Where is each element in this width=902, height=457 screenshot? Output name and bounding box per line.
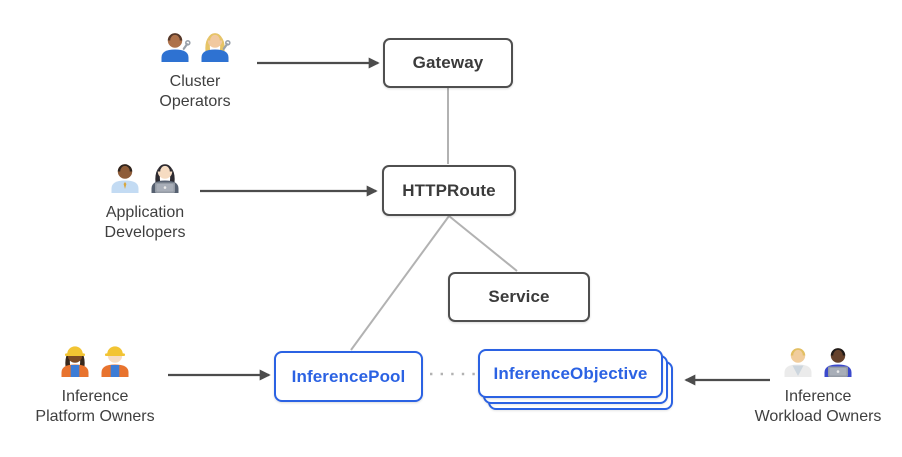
actor-label-line: Inference	[784, 388, 852, 405]
actor-cluster-operators: Cluster Operators	[105, 26, 285, 112]
application-developers-avatars	[55, 157, 235, 193]
node-service: Service	[448, 272, 590, 322]
inference-workload-owners-label: Inference Workload Owners	[728, 387, 902, 427]
node-inference-objective: InferenceObjective	[478, 349, 663, 398]
node-service-label: Service	[488, 287, 550, 306]
cluster-operators-avatars	[105, 26, 285, 62]
inference-platform-owners-label: Inference Platform Owners	[5, 387, 185, 427]
actor-label-line: Cluster	[169, 73, 221, 90]
man-construction-worker-icon	[97, 341, 133, 377]
actor-label-line: Application	[105, 204, 185, 221]
node-inference-pool: InferencePool	[274, 351, 423, 402]
actor-label-line: Developers	[104, 224, 186, 241]
man-office-worker-icon	[107, 157, 143, 193]
woman-construction-worker-icon	[57, 341, 93, 377]
man-technologist-icon	[820, 341, 856, 377]
node-gateway: Gateway	[383, 38, 513, 88]
woman-technologist-icon	[147, 157, 183, 193]
woman-mechanic-icon	[197, 26, 233, 62]
node-inference-objective-label: InferenceObjective	[493, 363, 648, 383]
actor-label-line: Operators	[159, 93, 231, 110]
actor-application-developers: Application Developers	[55, 157, 235, 243]
actor-label-line: Platform Owners	[35, 408, 155, 425]
actor-inference-workload-owners: Inference Workload Owners	[728, 341, 902, 427]
node-httproute-label: HTTPRoute	[402, 180, 496, 200]
actor-label-line: Inference	[61, 388, 129, 405]
application-developers-label: Application Developers	[55, 203, 235, 243]
node-inference-pool-label: InferencePool	[291, 366, 406, 386]
node-httproute: HTTPRoute	[382, 165, 516, 216]
inference-platform-owners-avatars	[5, 341, 185, 377]
cluster-operators-label: Cluster Operators	[105, 72, 285, 112]
node-gateway-label: Gateway	[412, 53, 484, 72]
edge-httproute-service	[448, 215, 518, 272]
health-worker-icon	[780, 341, 816, 377]
man-mechanic-icon	[157, 26, 193, 62]
inference-workload-owners-avatars	[728, 341, 902, 377]
edge-httproute-inferencepool	[350, 215, 450, 351]
actor-inference-platform-owners: Inference Platform Owners	[5, 341, 185, 427]
actor-label-line: Workload Owners	[754, 408, 882, 425]
